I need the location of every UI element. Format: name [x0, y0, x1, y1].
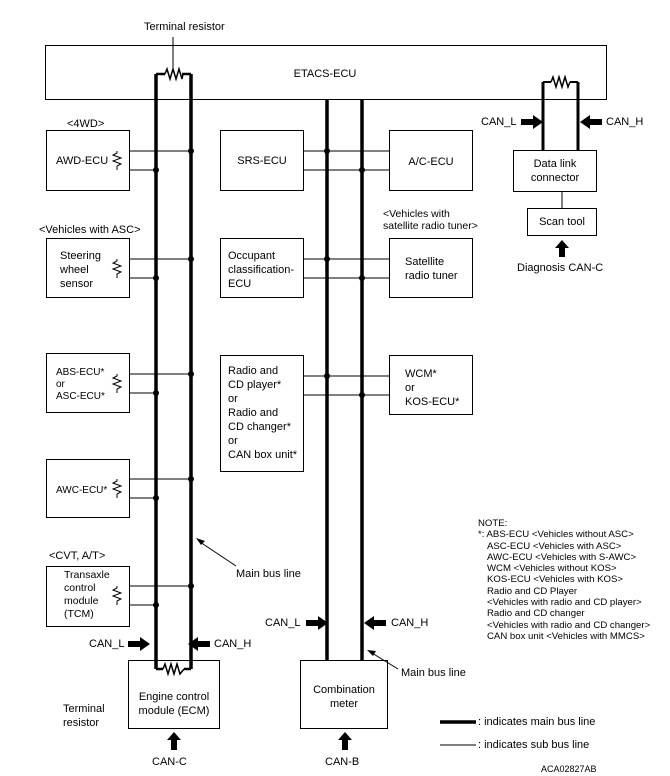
cvt-group-label: <CVT, A/T>	[49, 550, 106, 562]
main-bus-line-label-1: Main bus line	[236, 568, 301, 580]
can-l-right-label: CAN_L	[481, 116, 517, 128]
note-line: AWC-ECU <Vehicles with S-AWC>	[487, 551, 637, 563]
awd-ecu-label: AWD-ECU	[56, 155, 109, 167]
can-h-left-arrow	[188, 637, 210, 651]
can-b-up-arrow	[338, 732, 352, 750]
legend-sub-bus-label: : indicates sub bus line	[478, 739, 590, 751]
top-terminal-resistor	[164, 66, 184, 82]
note-block: NOTE: *: ABS-ECU <Vehicles without ASC> …	[478, 518, 650, 642]
can-l-mid-label: CAN_L	[265, 617, 301, 629]
can-h-mid-label: CAN_H	[391, 617, 429, 629]
combination-meter-box	[300, 660, 388, 729]
tcm-box	[46, 566, 130, 627]
note-line: Radio and CD Player	[487, 585, 578, 597]
terminal-resistor-top-label: Terminal resistor	[144, 21, 225, 33]
diagnosis-up-arrow	[555, 240, 569, 257]
ecm-box	[128, 660, 220, 729]
note-line: <Vehicles with radio and CD changer>	[487, 619, 651, 631]
can-h-left-label: CAN_H	[214, 638, 252, 650]
note-line: ASC-ECU <Vehicles with ASC>	[487, 540, 622, 552]
awc-ecu-box	[46, 459, 130, 518]
ac-ecu-label: A/C-ECU	[408, 156, 454, 168]
etacs-ecu-box	[45, 45, 607, 100]
can-l-left-label: CAN_L	[89, 638, 125, 650]
can-h-right-arrow	[580, 115, 602, 129]
main-bus-line-label-2: Main bus line	[401, 667, 466, 679]
note-line: NOTE:	[478, 518, 508, 529]
data-link-connector-box	[513, 150, 597, 192]
can-l-left-arrow	[128, 637, 150, 651]
note-line: *: ABS-ECU <Vehicles without ASC>	[478, 529, 634, 541]
scan-tool-label: Scan tool	[539, 216, 585, 228]
note-line: KOS-ECU <Vehicles with KOS>	[487, 574, 623, 586]
note-line: Radio and CD changer	[487, 608, 585, 620]
dlc-terminal-resistor	[550, 74, 571, 90]
can-h-mid-arrow	[364, 616, 386, 630]
legend-main-bus-label: : indicates main bus line	[478, 716, 596, 728]
awc-ecu-label: AWC-ECU*	[56, 485, 108, 496]
wcm-kos-ecu-box	[389, 355, 473, 415]
figure-code: ACA02827AB	[541, 764, 597, 774]
can-h-right-label: CAN_H	[606, 116, 644, 128]
can-l-right-arrow	[521, 115, 543, 129]
awd-group-label: <4WD>	[67, 118, 105, 130]
srs-ecu-box	[220, 130, 304, 191]
awd-ecu-box	[46, 130, 130, 191]
note-line: <Vehicles with radio and CD player>	[487, 597, 642, 609]
occupant-classification-ecu-box	[220, 238, 304, 298]
diagnosis-can-c-label: Diagnosis CAN-C	[517, 262, 604, 274]
leader-arrow-1	[196, 538, 205, 545]
can-b-label: CAN-B	[325, 756, 360, 768]
bottom-terminal-resistor	[162, 661, 185, 677]
asc-group-label: <Vehicles with ASC>	[39, 224, 141, 236]
satellite-radio-tuner-box	[389, 238, 473, 298]
radio-cd-box	[220, 355, 304, 472]
can-c-label: CAN-C	[152, 756, 187, 768]
etacs-ecu-label: ETACS-ECU	[293, 68, 357, 80]
can-c-up-arrow	[167, 732, 181, 750]
can-l-mid-arrow	[306, 616, 328, 630]
note-line: WCM <Vehicles without KOS>	[487, 563, 617, 575]
scan-tool-box	[527, 208, 597, 236]
srs-ecu-label: SRS-ECU	[237, 155, 287, 167]
note-line: CAN box unit <Vehicles with MMCS>	[487, 630, 645, 642]
leader-arrow-2	[367, 650, 376, 656]
ac-ecu-box	[389, 130, 473, 191]
